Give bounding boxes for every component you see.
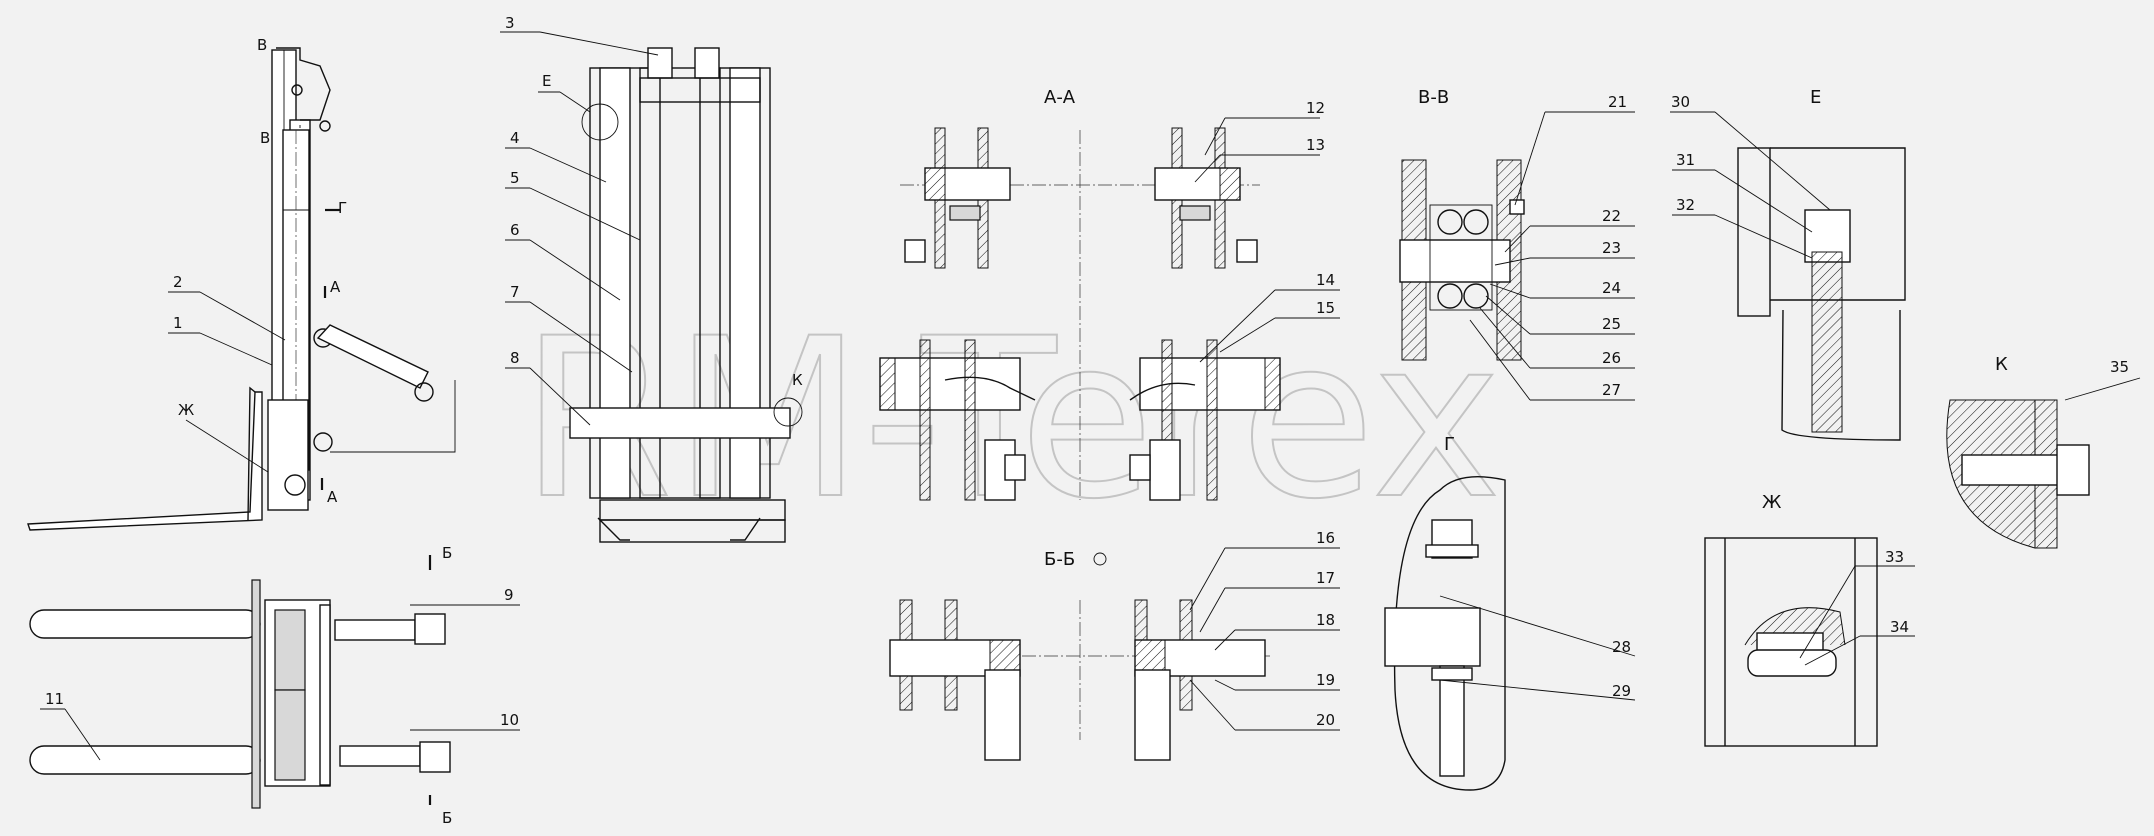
cut-mark-b-top: Б	[442, 544, 452, 562]
cut-mark-zh: Ж	[178, 401, 194, 419]
cut-mark-a-bot: А	[327, 488, 338, 506]
callout-27: 27	[1602, 381, 1621, 399]
callout-3: 3	[505, 14, 515, 32]
callout-1: 1	[173, 314, 183, 332]
callout-31: 31	[1676, 151, 1695, 169]
view-e-title: Е	[1810, 87, 1821, 108]
callout-32: 32	[1676, 196, 1695, 214]
view-zh-title: Ж	[1762, 492, 1782, 513]
top-view: Б Б 11 9 10	[29, 544, 520, 827]
cut-mark-g: Г	[338, 199, 347, 217]
cut-mark-v-top: В	[257, 36, 267, 54]
view-g-title: Г	[1444, 434, 1455, 455]
callout-18: 18	[1316, 611, 1335, 629]
callout-17: 17	[1316, 569, 1335, 587]
callout-30: 30	[1671, 93, 1690, 111]
cut-mark-k: К	[792, 371, 803, 389]
callout-35: 35	[2110, 358, 2129, 376]
view-k: К 35	[1946, 354, 2141, 549]
callout-10: 10	[500, 711, 519, 729]
front-view: 3 Е 4 5 6 7 8 К	[500, 14, 803, 543]
cut-mark-e: Е	[542, 72, 551, 90]
section-aa-title: А-А	[1044, 87, 1076, 108]
callout-29: 29	[1612, 682, 1631, 700]
section-bb-title: Б-Б	[1044, 549, 1075, 570]
view-k-title: К	[1995, 354, 2008, 375]
section-vv: В-В 21 22 23 24 25 26 27	[1399, 87, 1635, 401]
cut-mark-a-top: А	[330, 278, 341, 296]
callout-19: 19	[1316, 671, 1335, 689]
callout-21: 21	[1608, 93, 1627, 111]
callout-8: 8	[510, 349, 520, 367]
callout-16: 16	[1316, 529, 1335, 547]
callout-20: 20	[1316, 711, 1335, 729]
view-g: Г 28 29	[1384, 434, 1636, 791]
callout-22: 22	[1602, 207, 1621, 225]
section-aa: А-А 12 13	[879, 87, 1340, 501]
callout-34: 34	[1890, 618, 1909, 636]
callout-23: 23	[1602, 239, 1621, 257]
callout-2: 2	[173, 273, 183, 291]
callout-33: 33	[1885, 548, 1904, 566]
callout-9: 9	[504, 586, 514, 604]
callout-14: 14	[1316, 271, 1335, 289]
callout-12: 12	[1306, 99, 1325, 117]
cut-mark-v-mid: В	[260, 129, 270, 147]
callout-5: 5	[510, 169, 520, 187]
callout-13: 13	[1306, 136, 1325, 154]
view-e: Е 30 31 32	[1670, 87, 1906, 441]
section-vv-title: В-В	[1418, 87, 1449, 108]
callout-11: 11	[45, 690, 64, 708]
callout-25: 25	[1602, 315, 1621, 333]
callout-28: 28	[1612, 638, 1631, 656]
callout-4: 4	[510, 129, 520, 147]
callout-26: 26	[1602, 349, 1621, 367]
side-view: В В Г А А Ж 1 2	[27, 36, 456, 531]
cut-mark-b-bot: Б	[442, 809, 452, 827]
view-zh: Ж 33 34	[1704, 492, 1915, 747]
section-bb: Б-Б 16 17 18 19 20	[889, 529, 1340, 761]
callout-15: 15	[1316, 299, 1335, 317]
callout-24: 24	[1602, 279, 1621, 297]
callout-7: 7	[510, 283, 520, 301]
callout-6: 6	[510, 221, 520, 239]
